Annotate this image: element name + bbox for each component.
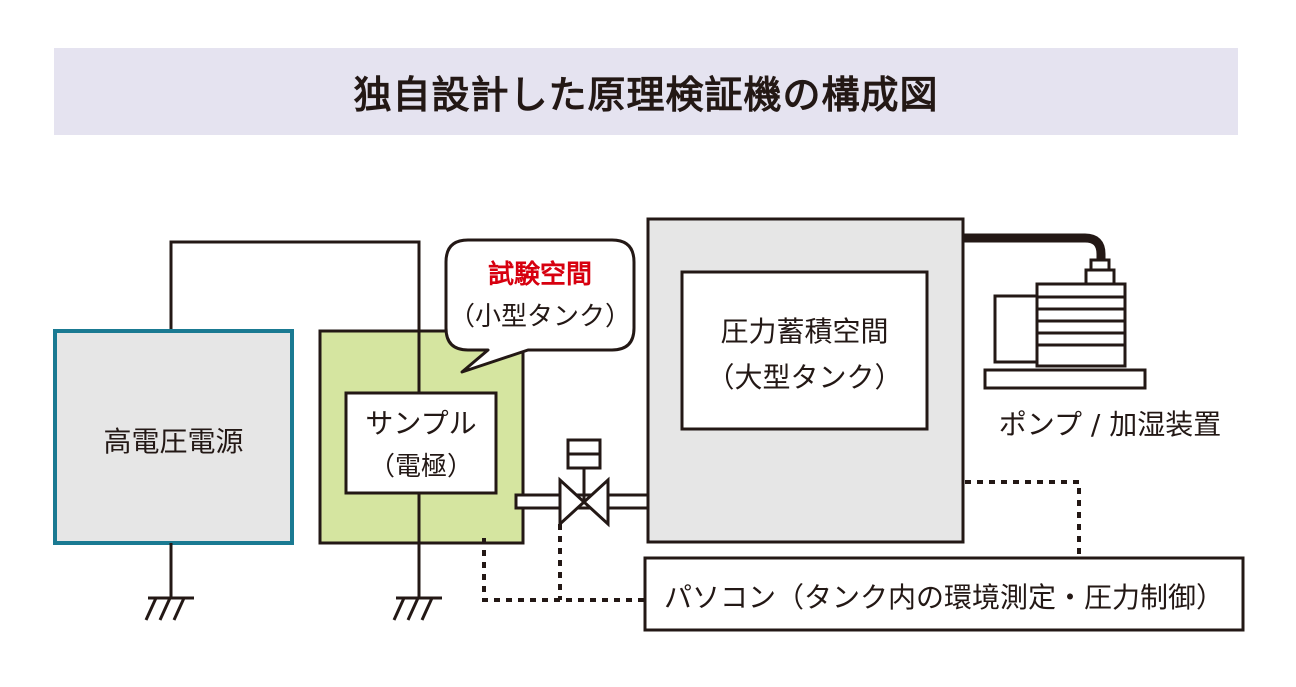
pump-label: ポンプ / 加湿装置	[998, 408, 1222, 441]
ground-icon	[144, 596, 194, 621]
power-supply-box	[53, 329, 294, 545]
test-space-subtitle: （小型タンク）	[448, 302, 631, 332]
pc-label: パソコン（タンク内の環境測定・圧力制御）	[663, 581, 1224, 614]
valve-icon	[558, 438, 610, 528]
pump-icon	[983, 258, 1147, 390]
ground-icon	[392, 596, 442, 621]
sample-box	[344, 391, 498, 495]
pump-hose	[963, 233, 1106, 262]
pressure-space-label-box	[680, 270, 929, 431]
pressure-space-label-line1: 圧力蓄積空間	[720, 315, 889, 348]
sample-label-line2: （電極）	[368, 452, 473, 482]
test-space-callout	[444, 238, 636, 374]
power-supply-label: 高電圧電源	[103, 425, 244, 458]
diagram-title: 独自設計した原理検証機の構成図	[353, 73, 939, 117]
pc-box	[643, 556, 1245, 632]
title-band: 独自設計した原理検証機の構成図	[54, 48, 1238, 135]
signal-lines	[482, 480, 1081, 602]
power-wire	[169, 240, 421, 330]
pressure-space-label-line2: （大型タンク）	[706, 361, 903, 394]
test-space-title: 試験空間	[487, 260, 592, 290]
sample-label-line1: サンプル	[365, 407, 477, 440]
